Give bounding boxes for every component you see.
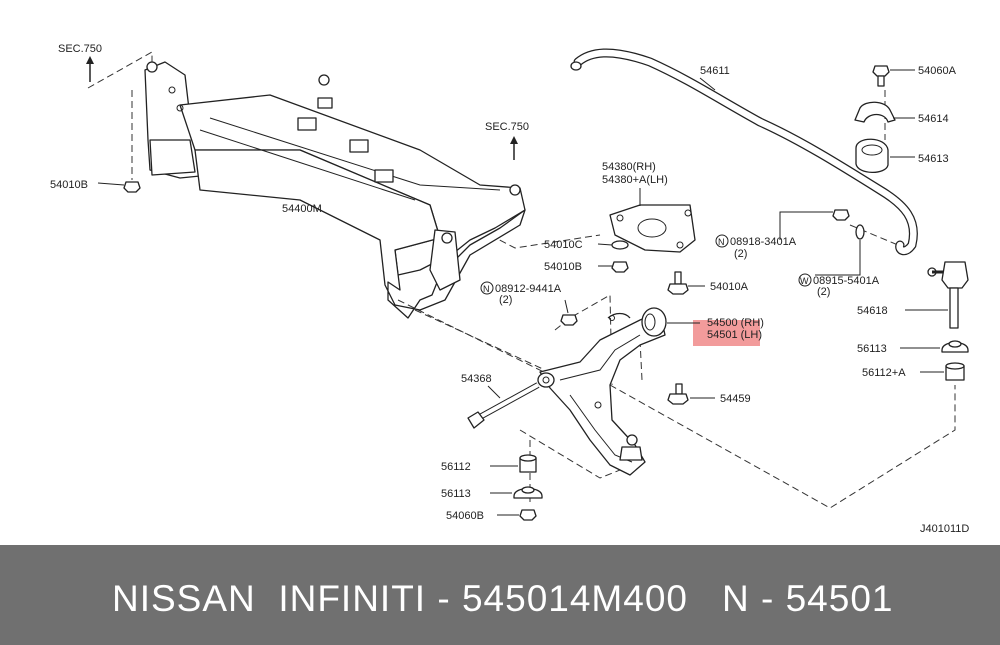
label-54501: 54501 (LH) — [707, 329, 762, 341]
label-54614: 54614 — [918, 113, 949, 125]
section-ref-left: SEC.750 — [58, 43, 102, 55]
label-56113-right: 56113 — [857, 343, 887, 355]
label-54459: 54459 — [720, 393, 751, 405]
label-56112: 56112 — [441, 461, 471, 473]
diagram-labels: SEC.750 SEC.750 54400M 54010B 54611 5406… — [50, 43, 969, 535]
bushing-56112 — [490, 454, 537, 473]
bolt-54060a — [872, 65, 915, 87]
label-54613: 54613 — [918, 153, 949, 165]
label-56112a: 56112+A — [862, 367, 906, 379]
label-08915-qty: (2) — [817, 286, 830, 298]
section-ref-right: SEC.750 — [485, 121, 529, 133]
link-54618 — [905, 261, 969, 329]
nut-54010b-mid — [598, 261, 629, 273]
svg-text:N: N — [483, 284, 490, 294]
nut-08918 — [779, 209, 850, 240]
bolt-54010a — [667, 271, 705, 295]
section-arrow-right — [510, 136, 518, 160]
label-54010a: 54010A — [710, 281, 749, 293]
label-54010c: 54010C — [544, 239, 583, 251]
label-08915: 08915-5401A — [813, 275, 880, 287]
subframe-54400m — [144, 61, 526, 319]
reference-number: N - 54501 — [722, 578, 894, 619]
label-08912-qty: (2) — [499, 294, 512, 306]
svg-text:N: N — [718, 237, 725, 247]
label-54010b-mid: 54010B — [544, 261, 582, 273]
highlight-box — [693, 320, 760, 346]
label-08918: 08918-3401A — [730, 236, 797, 248]
stabilizer-bar-54611 — [570, 48, 918, 256]
bushing-54613 — [855, 138, 915, 174]
circle-mark-w1: W — [798, 273, 812, 287]
bolt-54459 — [667, 383, 715, 405]
nut-54010b-left — [97, 181, 141, 193]
part-number-banner: NISSAN INFINITI - 545014M400 N - 54501 — [0, 545, 1000, 645]
circle-mark-n1: N — [715, 234, 729, 248]
bolt-54368 — [467, 382, 540, 429]
label-56113-left: 56113 — [441, 488, 471, 500]
svg-text:W: W — [800, 276, 809, 286]
section-arrow-left — [86, 56, 94, 82]
insulator-56113-right — [900, 340, 969, 353]
label-08918-qty: (2) — [734, 248, 747, 260]
nut-08912 — [560, 299, 578, 326]
label-54611: 54611 — [700, 65, 730, 77]
label-54010b-left: 54010B — [50, 179, 88, 191]
washer-54010c — [597, 240, 629, 250]
label-54500: 54500 (RH) — [707, 317, 764, 329]
label-54380-rh: 54380(RH) — [602, 161, 656, 173]
clamp-54614 — [854, 101, 915, 123]
washer-08915 — [815, 224, 865, 276]
bushing-56112a — [920, 362, 965, 381]
label-54060a: 54060A — [918, 65, 957, 77]
label-54618: 54618 — [857, 305, 888, 317]
parts-diagram: N W N SEC.750 SEC.750 54400M 54010B 5461… — [50, 43, 970, 535]
bracket-54380 — [609, 188, 696, 253]
nut-54060b — [497, 509, 537, 521]
label-08912: 08912-9441A — [495, 283, 562, 295]
lower-control-arm-54501 — [537, 307, 700, 476]
label-54060b: 54060B — [446, 510, 484, 522]
insulator-56113-left — [490, 486, 543, 499]
ref-code: J401011D — [920, 523, 969, 535]
circle-mark-n2: N — [480, 281, 494, 295]
label-54380-lh: 54380+A(LH) — [602, 174, 668, 186]
brand-part-number: NISSAN INFINITI - 545014M400 — [112, 578, 688, 619]
label-54400m: 54400M — [282, 203, 322, 215]
label-54368: 54368 — [461, 373, 492, 385]
